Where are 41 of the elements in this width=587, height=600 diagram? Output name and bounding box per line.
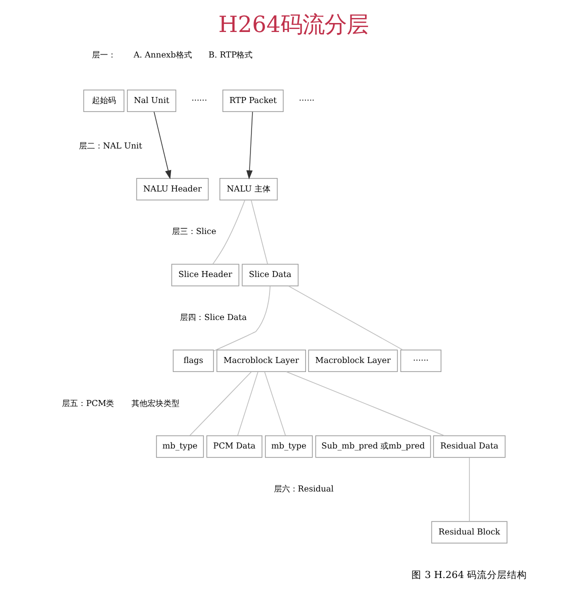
label: 层一：: [92, 49, 116, 60]
connector: [286, 371, 445, 436]
node-box: mb_type: [264, 435, 313, 458]
arrow: [246, 112, 253, 180]
connector: [288, 286, 404, 350]
connector: [237, 372, 258, 436]
label: 层四：Slice Data: [180, 312, 247, 322]
label: 层二：NAL Unit: [78, 140, 142, 150]
label: B. RTP格式: [208, 49, 253, 60]
label: 层六：Residual: [274, 484, 334, 494]
label: 其他宏块类型: [131, 398, 180, 408]
label: 层五：PCM类: [62, 398, 114, 408]
label: ······: [298, 94, 315, 105]
node-box: Residual Block: [431, 521, 508, 544]
caption: 图 3 H.264 码流分层结构: [412, 570, 528, 581]
node-box: Slice Header: [171, 264, 240, 286]
arrow: [154, 112, 172, 180]
diagram-title: H264码流分层: [218, 12, 369, 38]
node-box: mb_type: [156, 435, 204, 458]
node-box: Slice Data: [242, 264, 299, 286]
node-box: Nal Unit: [126, 90, 176, 112]
node-box: Macroblock Layer: [216, 350, 306, 372]
node-box: RTP Packet: [222, 90, 284, 112]
label: 层三：Slice: [172, 226, 216, 236]
label: ······: [192, 94, 208, 105]
connector: [213, 286, 270, 352]
label: A. Annexb格式: [134, 49, 192, 60]
connector: [212, 200, 246, 265]
node-box: Sub_mb_pred 或mb_pred: [315, 435, 431, 458]
connector: [468, 457, 470, 522]
node-box: PCM Data: [206, 435, 262, 458]
node-box: Residual Data: [433, 435, 506, 458]
node-box: NALU Header: [136, 178, 209, 200]
node-box: NALU 主体: [219, 178, 278, 200]
connector: [189, 372, 252, 436]
node-box: 起始码: [83, 90, 124, 112]
node-box: ······: [400, 350, 442, 372]
node-box: Macroblock Layer: [308, 350, 398, 372]
connector: [264, 372, 286, 436]
connector: [250, 200, 268, 264]
node-box: flags: [172, 350, 214, 372]
